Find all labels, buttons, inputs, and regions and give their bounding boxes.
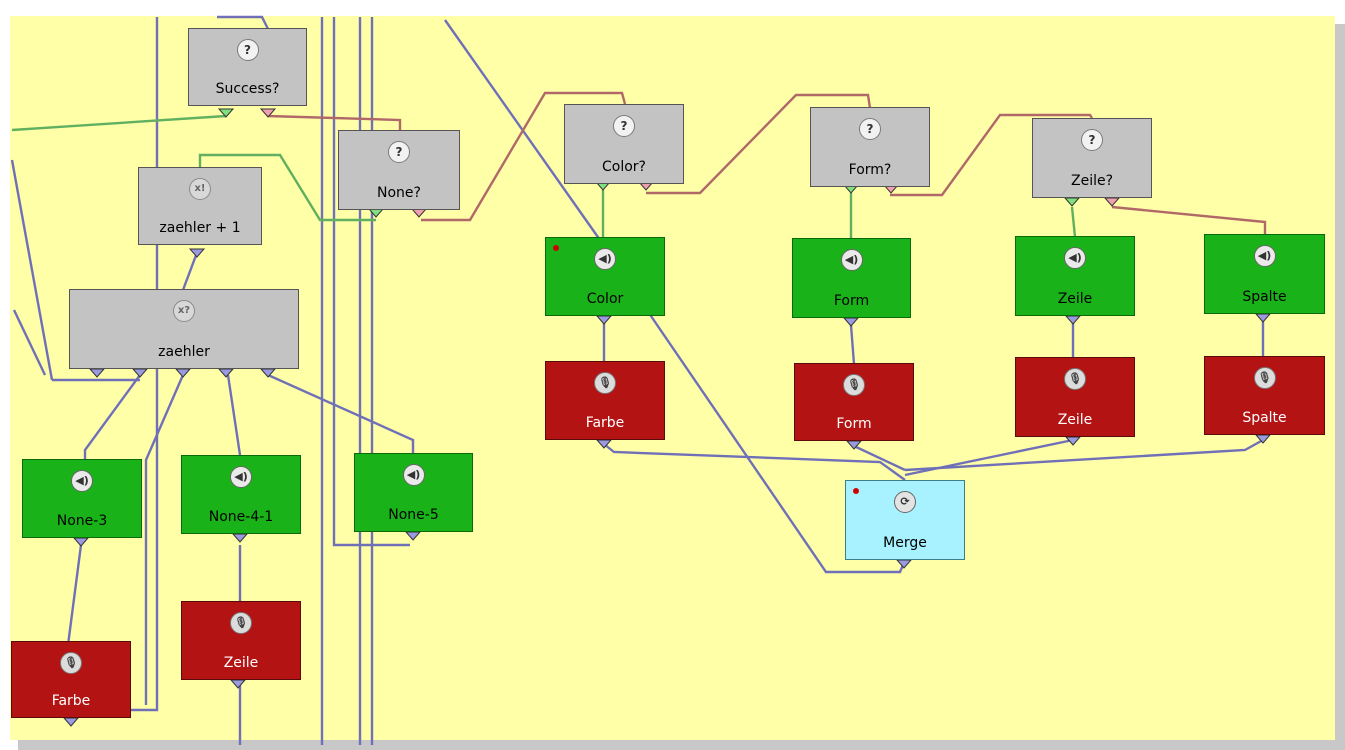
merge-icon: ⟳ <box>894 491 916 513</box>
speaker-icon: ◀) <box>594 248 616 270</box>
node-label: None-5 <box>388 507 439 523</box>
speaker-icon: ◀) <box>1064 247 1086 269</box>
breakpoint-marker <box>553 245 559 251</box>
question-icon: ? <box>236 39 259 61</box>
microphone-icon: 🎙 <box>843 374 865 396</box>
node-label: None-4-1 <box>208 509 274 525</box>
node-form-listen[interactable]: 🎙 Form <box>794 363 914 441</box>
canvas-shadow-bottom <box>18 740 1345 750</box>
node-zaehler-variable[interactable]: x? zaehler <box>69 289 299 369</box>
node-spalte-say[interactable]: ◀) Spalte <box>1204 234 1325 314</box>
node-label: Farbe <box>51 693 91 709</box>
node-label: None? <box>377 185 421 201</box>
microphone-icon: 🎙 <box>60 652 82 674</box>
speaker-icon: ◀) <box>71 470 93 492</box>
node-label: Spalte <box>1242 410 1287 426</box>
question-icon: ? <box>388 141 410 163</box>
assign-icon: x! <box>189 178 211 200</box>
node-label: None-3 <box>56 513 108 529</box>
node-spalte-listen[interactable]: 🎙 Spalte <box>1204 356 1325 435</box>
speaker-icon: ◀) <box>402 464 425 486</box>
node-label: zaehler <box>158 344 210 360</box>
node-color-decision[interactable]: ? Color? <box>564 104 684 184</box>
variable-icon: x? <box>173 300 195 322</box>
node-label: Zeile <box>223 655 259 671</box>
node-zeile-listen[interactable]: 🎙 Zeile <box>1015 357 1135 437</box>
node-label: Color <box>586 291 624 307</box>
node-farbe-left-listen[interactable]: 🎙 Farbe <box>11 641 131 718</box>
microphone-icon: 🎙 <box>1064 368 1086 390</box>
node-label: Zeile <box>1057 291 1093 307</box>
node-label: Color? <box>602 159 646 175</box>
node-none5-say[interactable]: ◀) None-5 <box>354 453 473 532</box>
canvas-shadow-right <box>1335 24 1345 748</box>
node-label: Zeile? <box>1070 173 1114 189</box>
breakpoint-marker <box>853 488 859 494</box>
speaker-icon: ◀) <box>1253 245 1276 267</box>
microphone-icon: 🎙 <box>594 372 616 394</box>
node-none-decision[interactable]: ? None? <box>338 130 460 210</box>
node-zeile-say[interactable]: ◀) Zeile <box>1015 236 1135 316</box>
node-label: Form <box>836 416 872 432</box>
node-label: Form? <box>848 162 892 178</box>
node-success-decision[interactable]: ? Success? <box>188 28 307 106</box>
node-label: zaehler + 1 <box>159 220 241 236</box>
node-color-say[interactable]: ◀) Color <box>545 237 665 316</box>
node-label: Zeile <box>1057 412 1093 428</box>
node-none41-say[interactable]: ◀) None-4-1 <box>181 455 301 534</box>
node-zeile-left-listen[interactable]: 🎙 Zeile <box>181 601 301 680</box>
node-zeile-decision[interactable]: ? Zeile? <box>1032 118 1152 198</box>
speaker-icon: ◀) <box>230 466 252 488</box>
node-farbe-listen[interactable]: 🎙 Farbe <box>545 361 665 440</box>
node-label: Spalte <box>1242 289 1287 305</box>
node-label: Merge <box>883 535 927 551</box>
node-form-decision[interactable]: ? Form? <box>810 107 930 187</box>
question-icon: ? <box>613 115 635 137</box>
node-label: Success? <box>215 81 280 97</box>
node-none3-say[interactable]: ◀) None-3 <box>22 459 142 538</box>
question-icon: ? <box>859 118 881 140</box>
node-zaehler-increment[interactable]: x! zaehler + 1 <box>138 167 262 245</box>
node-label: Farbe <box>585 415 625 431</box>
node-merge[interactable]: ⟳ Merge <box>845 480 965 560</box>
node-label: Form <box>833 293 870 309</box>
microphone-icon: 🎙 <box>1253 367 1276 389</box>
node-form-say[interactable]: ◀) Form <box>792 238 911 318</box>
microphone-icon: 🎙 <box>230 612 252 634</box>
speaker-icon: ◀) <box>840 249 863 271</box>
question-icon: ? <box>1081 129 1103 151</box>
